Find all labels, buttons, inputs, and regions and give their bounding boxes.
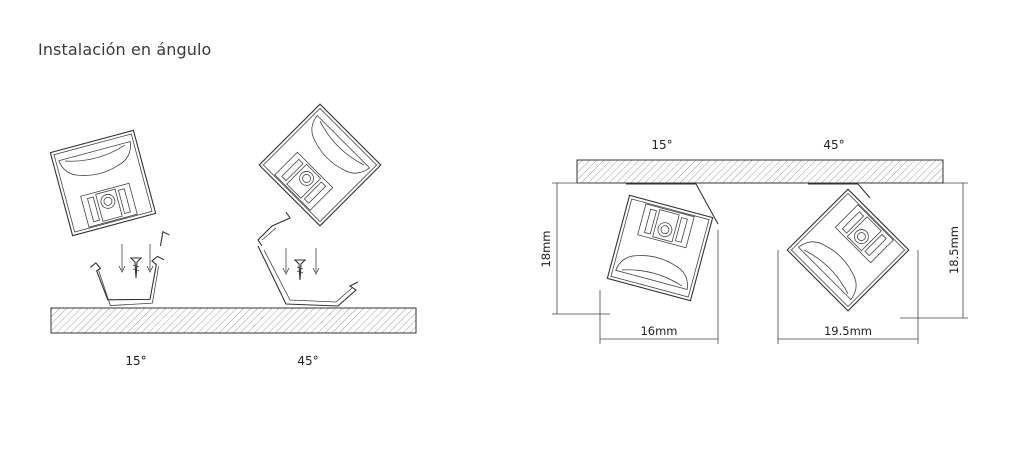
label-45-right: 45° xyxy=(823,138,844,152)
label-45-left: 45° xyxy=(297,354,318,368)
left-install-diagram: 15° 45° xyxy=(49,103,417,368)
dim-19-5mm: 19.5mm xyxy=(824,324,872,338)
profile-45-right xyxy=(786,188,910,312)
screw-arrows-45 xyxy=(282,248,320,281)
mounting-surface-left xyxy=(50,307,417,334)
mounting-clip-15 xyxy=(89,230,170,306)
mounting-surface-right xyxy=(576,159,944,184)
page-title: Instalación en ángulo xyxy=(38,40,212,59)
dimension-lines xyxy=(552,182,968,344)
dim-18-5mm: 18.5mm xyxy=(947,226,961,274)
dim-16mm: 16mm xyxy=(640,324,677,338)
screw-arrows-15 xyxy=(118,244,154,279)
profile-15-left xyxy=(49,129,157,237)
profile-15-right xyxy=(606,194,714,302)
bracket-15-right xyxy=(626,183,719,225)
dim-18mm: 18mm xyxy=(539,230,553,267)
profile-45-left xyxy=(258,103,382,227)
mounting-clip-45 xyxy=(257,211,359,307)
label-15-left: 15° xyxy=(125,354,146,368)
label-15-right: 15° xyxy=(651,138,672,152)
right-install-diagram: 15° 45° xyxy=(539,138,968,344)
bracket-45-right xyxy=(808,183,871,199)
